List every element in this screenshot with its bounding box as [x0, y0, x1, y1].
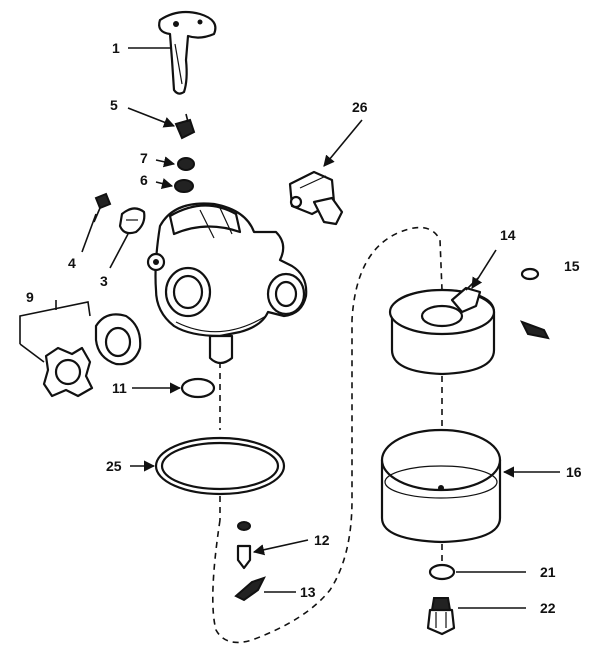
part-11-seal [180, 377, 216, 399]
leader-9-bracket-a [19, 301, 91, 344]
part-21-washer [428, 563, 456, 581]
callout-6: 6 [140, 172, 148, 188]
part-6-washer [174, 179, 194, 193]
leader-4 [81, 213, 97, 253]
part-4-screw [93, 192, 112, 223]
leader-26 [323, 119, 363, 167]
leader-3 [109, 233, 129, 269]
part-12-needle [236, 521, 252, 570]
dashed-fuel-line [212, 226, 443, 644]
part-22-bowl-nut [426, 597, 456, 636]
part-1-throttle-shaft [158, 10, 217, 95]
part-13-clip [234, 576, 266, 602]
part-9-gasket [42, 346, 94, 398]
callout-15: 15 [564, 258, 580, 274]
leader-9-bracket-b [19, 343, 45, 363]
callout-3: 3 [100, 273, 108, 289]
leader-7 [155, 156, 176, 168]
part-14-float [388, 277, 496, 376]
part-16-float-bowl [380, 428, 502, 544]
callout-11: 11 [112, 380, 127, 396]
callout-13: 13 [300, 584, 316, 600]
carburetor-body [146, 202, 308, 365]
leader-5 [127, 107, 176, 128]
leader-6 [155, 178, 174, 189]
part-5-screw [174, 113, 196, 140]
callout-7: 7 [140, 150, 148, 166]
part-25-o-ring [154, 436, 286, 496]
callout-16: 16 [566, 464, 582, 480]
callout-12: 12 [314, 532, 330, 548]
callout-25: 25 [106, 458, 122, 474]
callout-22: 22 [540, 600, 556, 616]
part-7-seal [177, 157, 195, 171]
callout-26: 26 [352, 99, 368, 115]
callout-1: 1 [112, 40, 120, 56]
callout-9: 9 [26, 289, 34, 305]
callout-14: 14 [500, 227, 516, 243]
part-15-pin [519, 267, 550, 340]
part-9-ring [94, 313, 142, 366]
part-3-plate [118, 207, 146, 235]
leader-12 [252, 539, 309, 556]
leader-14 [471, 249, 497, 289]
callout-5: 5 [110, 97, 118, 113]
callout-21: 21 [540, 564, 556, 580]
callout-4: 4 [68, 255, 76, 271]
part-26-fitting [288, 170, 344, 226]
